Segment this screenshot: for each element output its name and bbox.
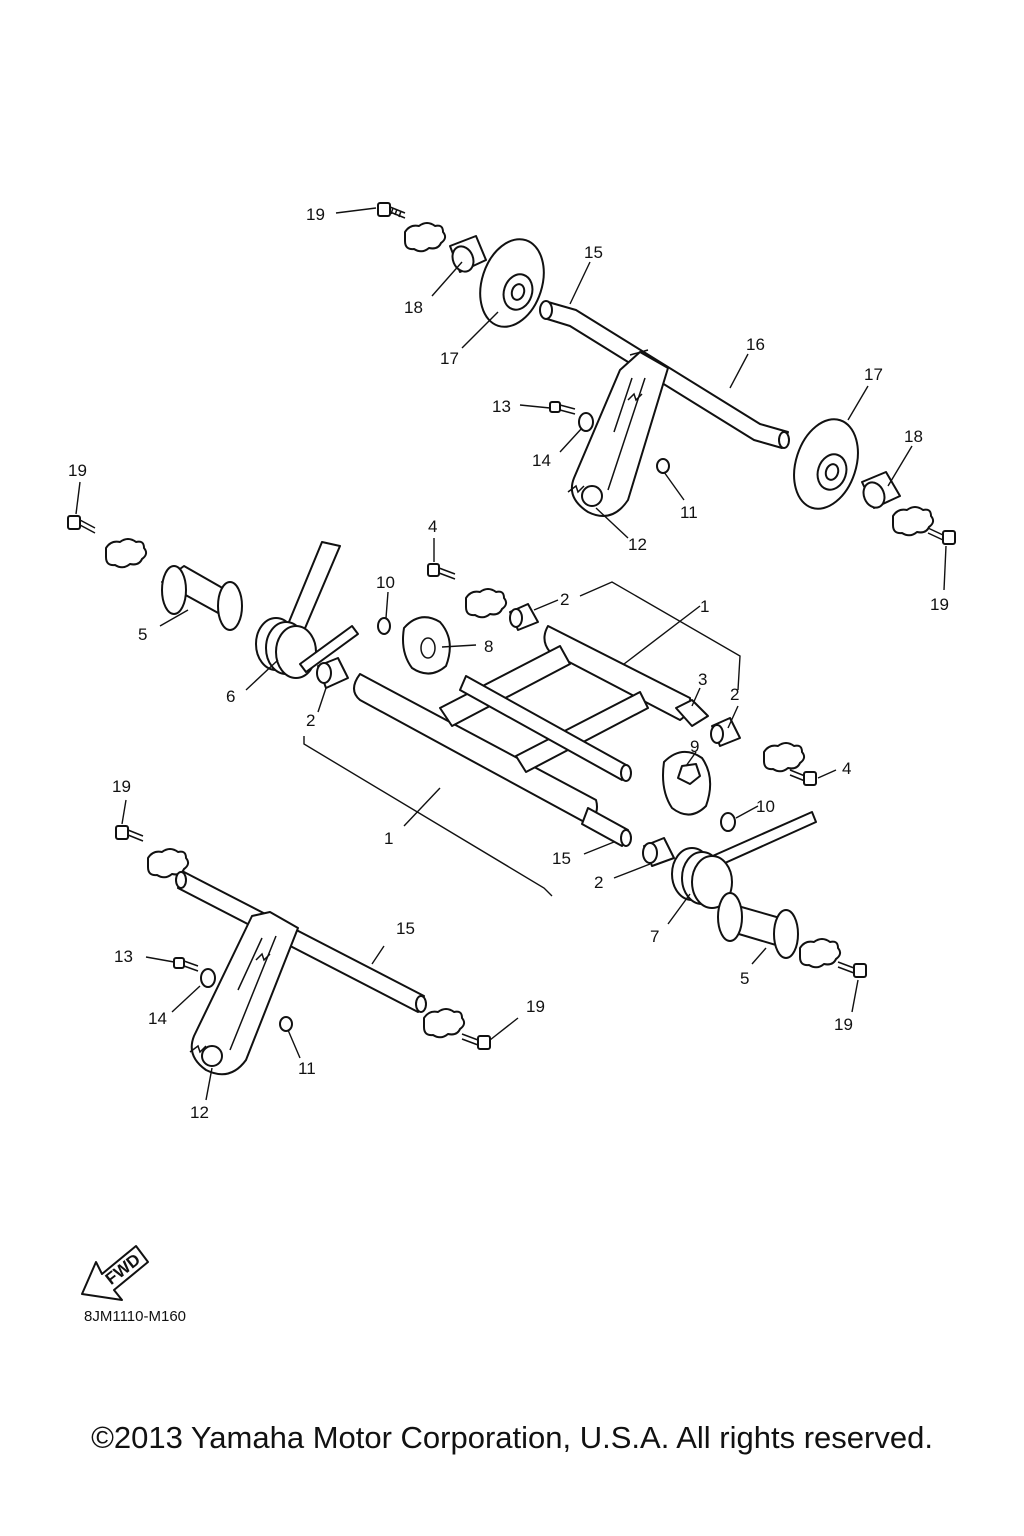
callout-4: 4 [842,759,851,778]
callout-15: 15 [396,919,415,938]
callout-7: 7 [650,927,659,946]
callout-5: 5 [740,969,749,988]
callout-18: 18 [904,427,923,446]
stopper-8 [402,616,451,675]
callout-15: 15 [584,243,603,262]
bolt-19-lower-left [115,825,190,879]
copyright-notice: ©2013 Yamaha Motor Corporation, U.S.A. A… [91,1420,933,1455]
inner-rod [459,675,629,781]
callout-1: 1 [384,829,393,848]
lower-axle-assembly [115,825,491,1076]
leader-lines [75,207,947,1101]
callout-2: 2 [730,685,739,704]
callout-14: 14 [532,451,551,470]
callout-19: 19 [526,997,545,1016]
callout-8: 8 [484,637,493,656]
spacers [316,603,741,867]
callout-10: 10 [376,573,395,592]
callout-12: 12 [190,1103,209,1122]
callout-13: 13 [492,397,511,416]
swing-arm-frame [353,625,692,847]
arm-12-lower [190,911,299,1076]
callout-2: 2 [560,590,569,609]
callout-9: 9 [690,737,699,756]
callout-numbers: 19 18 17 15 16 17 13 14 18 11 12 19 19 4… [68,205,949,1122]
clip-top-right [892,506,935,537]
callout-17: 17 [864,365,883,384]
bolts-4 [427,563,817,786]
forward-arrow-icon: FWD [81,1245,149,1301]
ring-10-upper [377,617,391,635]
bolt-19-top [377,202,406,219]
callout-12: 12 [628,535,647,554]
upper-axle-assembly [377,202,956,545]
brace-left [439,645,571,727]
callout-18: 18 [404,298,423,317]
callout-14: 14 [148,1009,167,1028]
collar-18-top [449,235,487,273]
callout-2: 2 [594,873,603,892]
nut-11-top [656,458,670,474]
brace-right [515,691,649,773]
arm-12-top [567,351,669,517]
bolt-19-mid-right [799,938,867,978]
callout-13: 13 [114,947,133,966]
clip-top-left [404,222,447,253]
callout-4: 4 [428,517,437,536]
callout-19: 19 [930,595,949,614]
callout-19: 19 [834,1015,853,1034]
callout-3: 3 [698,670,707,689]
callout-15: 15 [552,849,571,868]
callout-19: 19 [68,461,87,480]
callout-2: 2 [306,711,315,730]
callout-11: 11 [298,1059,316,1078]
callout-10: 10 [756,797,775,816]
callout-19: 19 [306,205,325,224]
collar-5-left [161,565,243,631]
diagram-code: 8JM1110-M160 [84,1308,186,1325]
bolt-19-mid-left [67,515,148,569]
callout-5: 5 [138,625,147,644]
callout-17: 17 [440,349,459,368]
idler-wheel-17-right [793,418,859,510]
torsion-spring-7 [671,811,817,909]
idler-wheel-17-left [479,238,545,328]
callout-1: 1 [700,597,709,616]
callout-6: 6 [226,687,235,706]
washer-14-top [578,412,594,432]
callout-19: 19 [112,777,131,796]
stoppers [377,616,736,832]
bolt-19-top-right [927,527,956,545]
callout-16: 16 [746,335,765,354]
bolt-13-top [549,401,576,415]
collar-5-right [717,892,799,959]
torsion-spring-6 [255,541,359,679]
collar-18-right [861,471,901,509]
ring-10-lower [720,812,736,832]
collar-3 [675,699,709,727]
callout-11: 11 [680,503,698,522]
